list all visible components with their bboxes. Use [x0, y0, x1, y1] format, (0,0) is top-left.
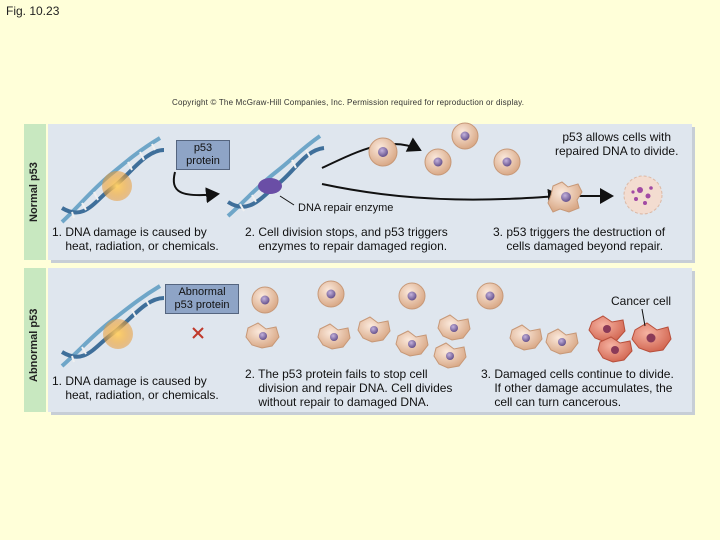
p53-binding-arrow [172, 171, 220, 204]
dna-helix-damaged-abnormal [60, 284, 165, 368]
cancerous-cells [588, 315, 633, 363]
destroyed-cell [623, 175, 663, 215]
failure-x-mark-icon [192, 327, 204, 339]
dividing-cell-pair [424, 122, 479, 176]
normal-row-label-stripe [24, 124, 46, 260]
dna-damage-site-normal [102, 171, 132, 201]
abnormal-cell-nuclei [259, 324, 566, 360]
abnormal-cell-uniform [251, 280, 504, 314]
p53-protein-box: p53 protein [176, 140, 230, 170]
cancer-cell [631, 322, 672, 353]
figure-label: Fig. 10.23 [6, 4, 60, 18]
cancer-cell-label: Cancer cell [611, 294, 672, 308]
enzyme-pointer-line [279, 195, 295, 206]
normal-cell [368, 137, 398, 167]
copyright-notice: Copyright © The McGraw-Hill Companies, I… [172, 98, 525, 107]
normal-step-2-caption: 2. Cell division stops, and p53 triggers… [245, 225, 448, 253]
dna-helix-damaged-normal [60, 136, 165, 224]
dna-repair-enzyme-label: DNA repair enzyme [298, 202, 394, 214]
abnormal-p53-protein-box: Abnormal p53 protein [165, 284, 239, 314]
dna-repair-enzyme-shape [258, 178, 282, 194]
normal-step-1-caption: 1. DNA damage is caused by heat, radiati… [52, 225, 219, 253]
abnormal-step-1-caption: 1. DNA damage is caused by heat, radiati… [52, 374, 219, 402]
repaired-cell [493, 148, 521, 176]
cancer-cell-pointer-line [641, 308, 646, 327]
arrow-to-damaged-cell [321, 183, 562, 205]
dna-helix-repairing [226, 134, 325, 218]
abnormal-step-3-caption: 3. Damaged cells continue to divide. If … [481, 367, 674, 409]
abnormal-step-2-caption: 2. The p53 protein fails to stop cell di… [245, 367, 453, 409]
p53-allows-division-note: p53 allows cells with repaired DNA to di… [555, 130, 679, 158]
damaged-cell-normal-row [547, 181, 583, 213]
abnormal-row-label-stripe [24, 268, 46, 412]
dna-damage-site-abnormal [103, 319, 133, 349]
normal-step-3-caption: 3. p53 triggers the destruction of cells… [493, 225, 666, 253]
